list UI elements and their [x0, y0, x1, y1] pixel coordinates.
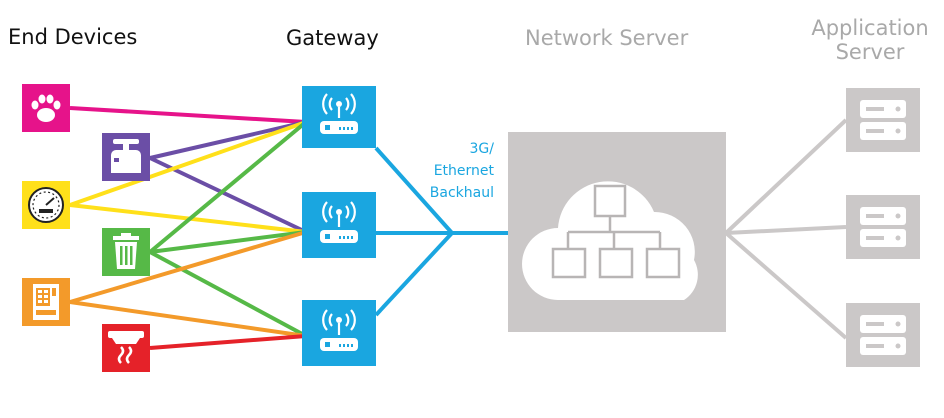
application-server-3 [846, 303, 920, 367]
gateway-heading: Gateway [286, 26, 379, 50]
network-server [508, 132, 726, 332]
link-ns-app3 [724, 231, 848, 340]
paw-icon [31, 94, 61, 122]
gas-cylinder-icon [111, 139, 141, 173]
server-icon [860, 207, 906, 247]
antenna-router-icon [320, 93, 358, 134]
network-server-heading: Network Server [525, 26, 689, 50]
antenna-router-icon [320, 201, 358, 243]
app-server-links [724, 118, 848, 340]
application-server-heading-line2: Server [836, 40, 905, 64]
backhaul-label-line3: Backhaul [430, 185, 494, 201]
smoke-detector-icon [108, 331, 144, 364]
end-devices-heading: End Devices [8, 25, 137, 49]
link-ns-app2 [725, 225, 847, 235]
antenna-router-icon [320, 309, 358, 351]
link-bin-gateway1 [148, 120, 308, 254]
gateway-2 [302, 192, 376, 258]
link-vending-gateway3 [69, 300, 307, 338]
gateway-1 [302, 86, 376, 148]
link-bin-gateway2 [149, 230, 307, 254]
device-pet-tracker [22, 84, 70, 132]
link-gas-gateway1 [149, 120, 307, 160]
backhaul-label-line1: 3G/ [470, 141, 495, 157]
device-meter [22, 181, 70, 229]
link-bin-gateway3 [149, 250, 307, 338]
vending-machine-icon [33, 284, 59, 320]
link-ns-app1 [724, 118, 848, 235]
gateway-3 [302, 300, 376, 366]
backhaul-gateway3 [374, 231, 454, 317]
link-paw-gateway1 [69, 106, 307, 124]
backhaul-links [374, 146, 510, 317]
application-server-1 [846, 88, 920, 152]
server-icon [860, 100, 906, 140]
link-meter-gateway1 [69, 120, 307, 207]
trash-bin-icon [113, 233, 139, 269]
backhaul-gateway1 [374, 146, 454, 235]
device-smoke-detector [102, 324, 150, 372]
device-gateway-links [69, 106, 308, 350]
gauge-icon [28, 187, 64, 223]
device-gas-cylinder-sensor [102, 133, 150, 181]
backhaul-label-line2: Ethernet [434, 163, 495, 179]
device-vending-machine [22, 278, 70, 326]
application-server-2 [846, 195, 920, 259]
link-gas-gateway2 [149, 156, 307, 234]
device-waste-bin-sensor [102, 228, 150, 276]
link-vending-gateway2 [69, 230, 307, 304]
server-icon [860, 315, 906, 355]
link-smoke-gateway3 [149, 334, 307, 350]
cloud-network-icon [522, 181, 698, 300]
application-server-heading-line1: Application [811, 16, 928, 40]
